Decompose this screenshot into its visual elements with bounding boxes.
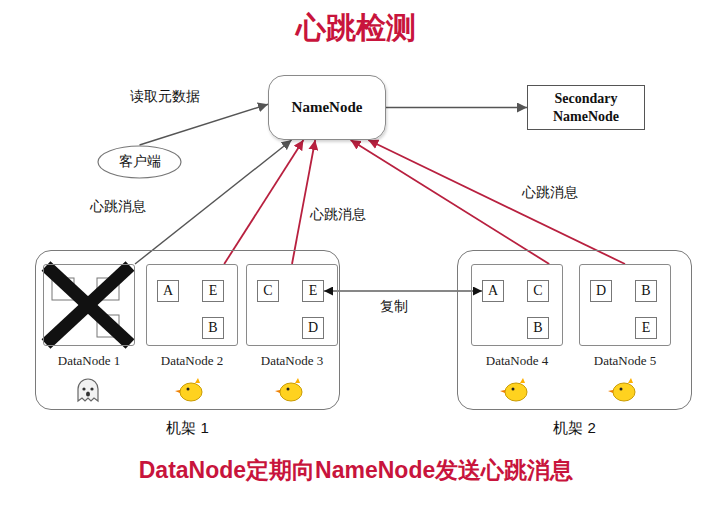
- block-letter: B: [641, 283, 650, 299]
- block-box: C: [527, 280, 549, 302]
- datanode-label: DataNode 3: [227, 353, 357, 369]
- datanode-box: DataNode 2AEB: [146, 264, 238, 346]
- server-box: Secondary NameNode: [527, 85, 645, 130]
- block-letter: A: [163, 283, 173, 299]
- block-letter: D: [596, 283, 606, 299]
- block-letter: B: [208, 320, 217, 336]
- block-letter: C: [533, 283, 542, 299]
- block-box: B: [202, 317, 224, 339]
- datanode-box: DataNode 1: [43, 264, 135, 346]
- connector: [324, 290, 482, 291]
- block-box: D: [590, 280, 612, 302]
- block-box: A: [482, 280, 504, 302]
- block-letter: A: [488, 283, 498, 299]
- caption: DataNode定期向NameNode发送心跳消息: [0, 455, 712, 486]
- block-letter: B: [533, 320, 542, 336]
- connector-group: [135, 104, 625, 291]
- edge-label: 复制: [378, 298, 410, 316]
- ghost-icon: [78, 379, 98, 401]
- edge-label: 心跳消息: [88, 198, 148, 216]
- datanode-box: DataNode 4ACB: [471, 264, 563, 346]
- datanode-label: DataNode 2: [127, 353, 257, 369]
- chick-icon: [275, 378, 302, 401]
- block-box: B: [635, 280, 657, 302]
- datanode-label: DataNode 4: [452, 353, 582, 369]
- block-box: E: [302, 280, 324, 302]
- datanode-box: DataNode 5DBE: [579, 264, 671, 346]
- edge-label: 心跳消息: [520, 184, 580, 202]
- block-box: B: [527, 317, 549, 339]
- node-label: Secondary NameNode: [528, 90, 644, 125]
- block-letter: E: [642, 320, 651, 336]
- connector: [224, 140, 303, 264]
- title: 心跳检测: [0, 8, 712, 49]
- block-box: E: [635, 317, 657, 339]
- node-label: NameNode: [292, 99, 363, 116]
- block-letter: C: [263, 283, 272, 299]
- connector: [386, 107, 527, 108]
- chick-icon: [175, 378, 202, 401]
- rack-label: 机架 1: [16, 419, 359, 438]
- node-label: 客户端: [119, 153, 161, 171]
- datanode-box: DataNode 3CED: [246, 264, 338, 346]
- block-letter: D: [308, 320, 318, 336]
- block-box: E: [202, 280, 224, 302]
- connector: [368, 140, 625, 264]
- datanode-label: DataNode 1: [24, 353, 154, 369]
- chick-icon: [608, 378, 635, 401]
- chick-icon: [500, 378, 527, 401]
- server-box: NameNode: [268, 75, 386, 140]
- connector: [140, 104, 269, 145]
- rack-box: 机架 1DataNode 1DataNode 2AEBDataNode 3CED: [35, 250, 340, 410]
- block-box: D: [302, 317, 324, 339]
- rack-label: 机架 2: [438, 419, 711, 438]
- block-letter: E: [309, 283, 318, 299]
- edge-label: 读取元数据: [128, 88, 202, 106]
- client-ellipse: 客户端: [97, 145, 182, 179]
- connector: [351, 140, 550, 264]
- block-letter: E: [209, 283, 218, 299]
- rack-box: 机架 2DataNode 4ACBDataNode 5DBE: [457, 250, 692, 410]
- datanode-label: DataNode 5: [560, 353, 690, 369]
- edge-label: 心跳消息: [308, 206, 368, 224]
- failure-cross: [46, 266, 130, 344]
- block-box: A: [157, 280, 179, 302]
- connector: [292, 140, 315, 264]
- block-box: C: [257, 280, 279, 302]
